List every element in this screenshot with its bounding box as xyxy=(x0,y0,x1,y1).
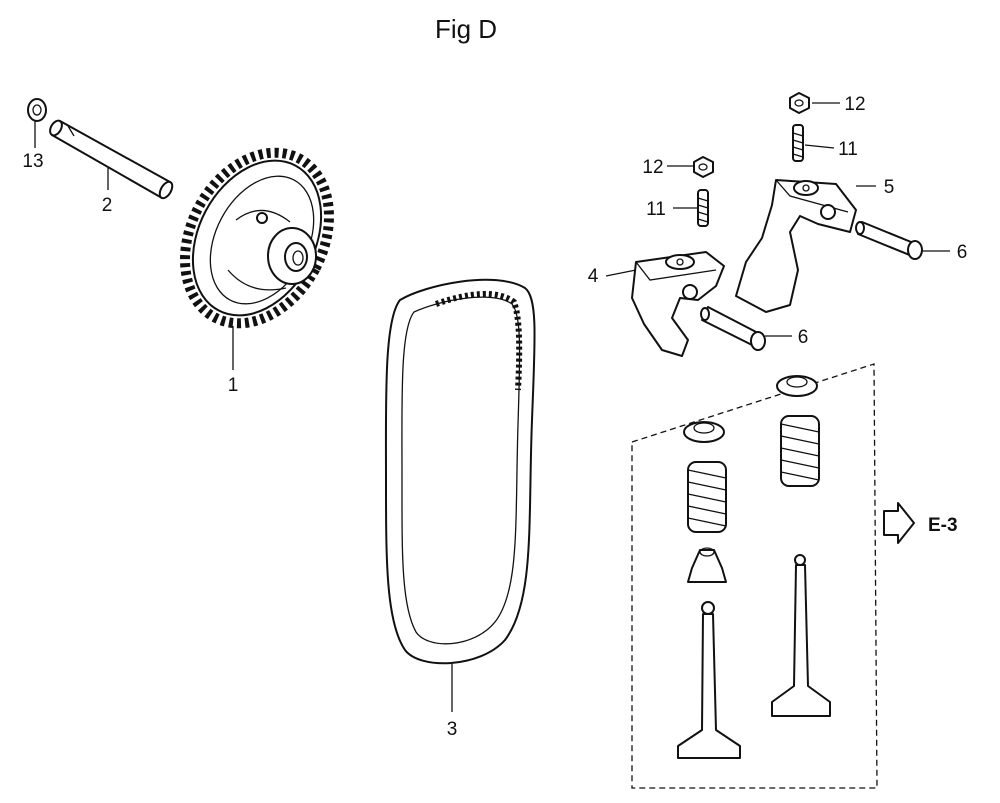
callout-12-upper: 12 xyxy=(844,94,865,115)
callout-3: 3 xyxy=(447,719,458,740)
part-6-pin-upper xyxy=(855,221,923,260)
leader-lines xyxy=(34,102,950,712)
valve-right xyxy=(771,554,831,717)
part-1-camshaft-pulley xyxy=(180,147,334,329)
figure-title: Fig D xyxy=(435,14,497,44)
callout-11-upper: 11 xyxy=(838,139,858,160)
part-13-washer xyxy=(27,98,47,122)
valve-assembly-boundary xyxy=(631,363,878,789)
callout-2: 2 xyxy=(102,195,113,216)
part-5-rocker-arm xyxy=(735,179,857,313)
part-11-stud-upper xyxy=(792,124,804,162)
callout-6-upper: 6 xyxy=(957,242,968,263)
reference-label: E-3 xyxy=(928,515,958,536)
valve-left xyxy=(677,601,741,759)
part-11-stud-left xyxy=(697,189,709,227)
callout-5: 5 xyxy=(884,177,895,198)
part-2-shaft xyxy=(49,119,174,200)
part-4-rocker-arm xyxy=(631,251,725,357)
part-12-nut-left xyxy=(693,156,714,178)
valve-spring-left xyxy=(687,461,727,533)
part-6-pin-lower xyxy=(700,306,766,351)
valve-seal-left xyxy=(687,547,727,583)
part-12-nut-upper xyxy=(789,92,810,114)
valve-spring-right xyxy=(780,415,820,487)
callout-6-lower: 6 xyxy=(798,327,809,348)
callout-13: 13 xyxy=(22,151,43,172)
valve-retainer-left xyxy=(683,421,725,443)
callout-12-left: 12 xyxy=(642,157,663,178)
callout-11-left: 11 xyxy=(646,199,666,220)
callout-4: 4 xyxy=(588,266,599,287)
part-3-timing-belt xyxy=(384,278,536,665)
callout-1: 1 xyxy=(228,375,239,396)
valve-retainer-right xyxy=(776,375,818,397)
reference-arrow: E-3 xyxy=(883,502,958,544)
